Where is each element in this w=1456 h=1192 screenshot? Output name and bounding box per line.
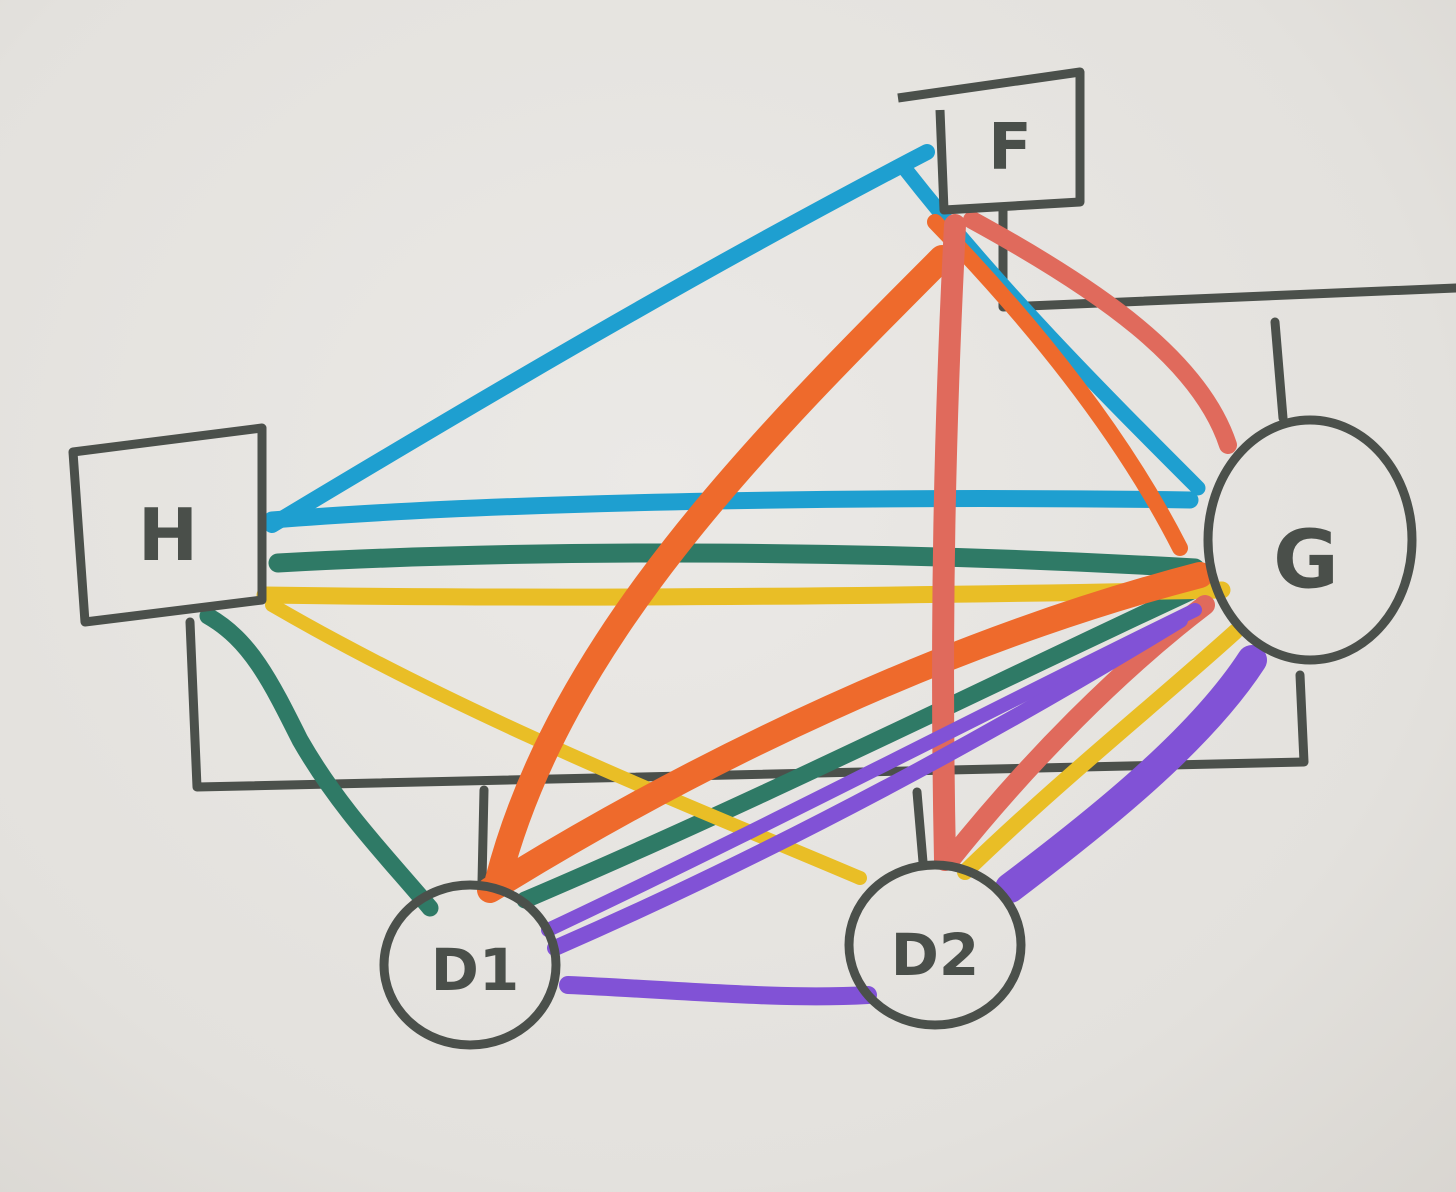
edge-yellow-h-d2 <box>265 598 867 885</box>
marriage-line-f-g <box>998 205 1456 312</box>
node-h[interactable]: H <box>68 423 267 627</box>
node-g[interactable]: G <box>1203 415 1417 665</box>
edge-purple-d1-d2 <box>559 976 877 1006</box>
node-f-label: F <box>988 111 1032 185</box>
node-d2-label: D2 <box>891 921 980 989</box>
edge-orange-f-g <box>927 214 1188 556</box>
edge-blue-f-g <box>898 162 1206 496</box>
child-stem-d2 <box>912 787 928 867</box>
node-g-label: G <box>1273 514 1339 607</box>
edge-blue-h-f <box>264 144 935 533</box>
edge-purple-d1-g-2 <box>547 612 1188 956</box>
child-stem-d1 <box>477 785 489 887</box>
edge-red-f-g <box>963 211 1237 454</box>
edge-purple-d1-g-1 <box>541 603 1202 937</box>
edge-orange-f-d1 <box>485 245 955 893</box>
node-d1-circle <box>379 880 561 1050</box>
node-f-box <box>897 67 1085 215</box>
node-d1-label: D1 <box>431 936 520 1004</box>
edge-orange-d1-g <box>477 562 1213 903</box>
node-h-label: H <box>138 493 198 577</box>
edge-purple-d2-g <box>995 645 1267 903</box>
edge-green-h-d1 <box>199 607 439 917</box>
node-f[interactable]: F <box>897 67 1085 215</box>
node-d2[interactable]: D2 <box>844 860 1026 1030</box>
relationship-lines <box>199 144 1267 1006</box>
node-d1[interactable]: D1 <box>379 880 561 1050</box>
edge-yellow-h-g <box>256 581 1231 606</box>
g-upper-stem <box>1270 317 1288 423</box>
edge-green-h-g <box>268 543 1205 578</box>
edge-green-d1-g <box>516 576 1214 909</box>
edge-yellow-d2-g <box>957 624 1243 880</box>
edge-blue-h-g <box>263 490 1199 529</box>
node-g-circle <box>1203 415 1417 665</box>
node-d2-circle <box>844 860 1026 1030</box>
node-h-box <box>68 423 267 627</box>
marriage-line-h-g <box>185 617 1309 792</box>
